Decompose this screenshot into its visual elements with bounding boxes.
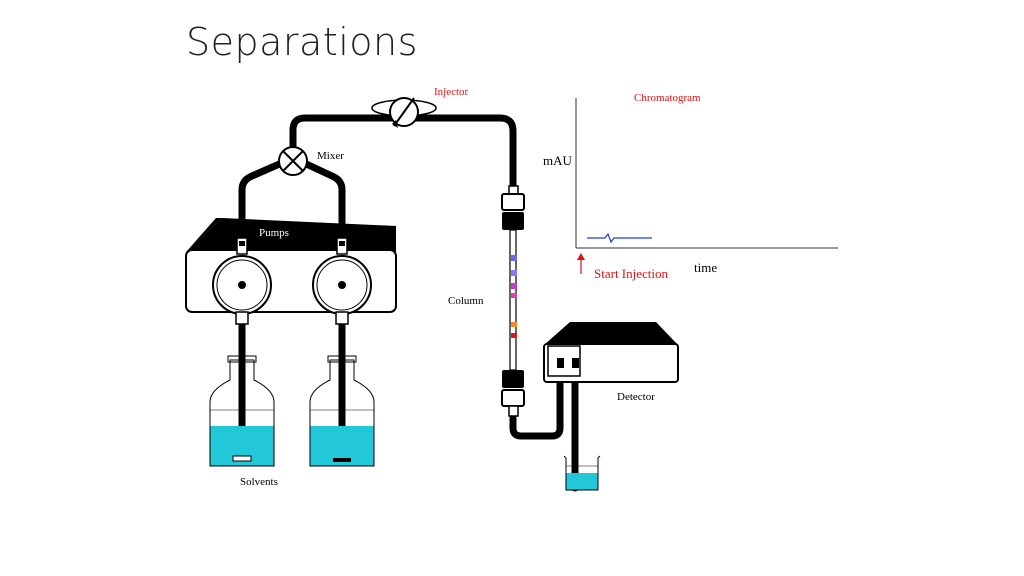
waste-beaker — [563, 455, 601, 491]
solvents-label: Solvents — [240, 476, 278, 488]
band-3 — [511, 283, 517, 289]
baseline-trace — [587, 232, 652, 244]
injector-valve — [371, 97, 437, 128]
y-axis-label: mAU — [543, 153, 572, 168]
solvent-bottle-left — [209, 355, 275, 467]
pumps-label: Pumps — [259, 227, 289, 239]
band-4 — [511, 293, 517, 298]
band-1 — [511, 255, 517, 261]
detector-label: Detector — [617, 391, 655, 403]
x-axis-label: time — [694, 260, 718, 275]
page-title: Separations — [186, 20, 418, 64]
mixer — [278, 146, 308, 176]
band-5 — [511, 322, 517, 327]
chromatogram-label: Chromatogram — [634, 92, 701, 104]
detector — [543, 322, 679, 383]
start-injection-arrow — [577, 253, 585, 274]
column-label: Column — [448, 295, 484, 307]
pump-head-right — [312, 237, 372, 325]
injector-label: Injector — [434, 86, 469, 98]
mixer-label: Mixer — [317, 150, 344, 162]
band-6 — [511, 333, 517, 338]
start-injection-label: Start Injection — [594, 266, 669, 281]
band-2 — [511, 270, 517, 276]
solvent-bottle-right — [309, 355, 375, 467]
pump-unit — [185, 218, 397, 325]
column — [501, 185, 525, 417]
pump-head-left — [212, 237, 272, 325]
chromatogram-plot — [575, 98, 838, 274]
